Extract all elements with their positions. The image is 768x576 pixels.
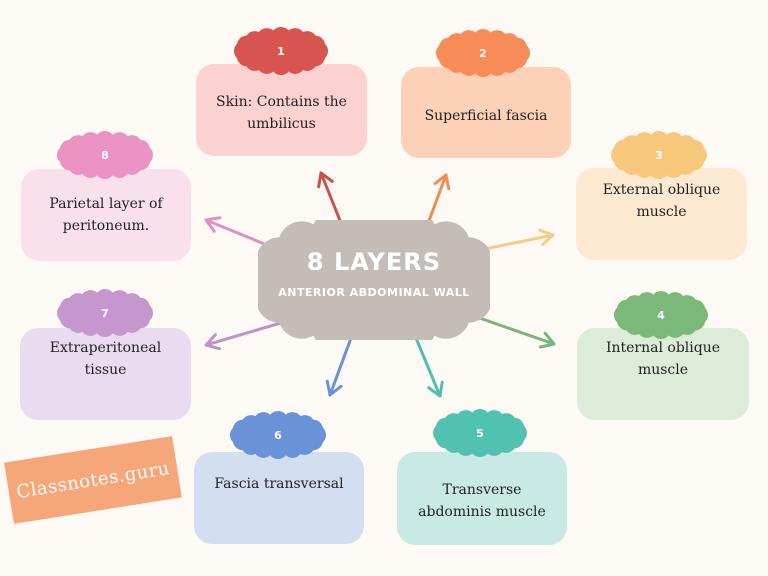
layer-5-card: Transverse abdominis muscle <box>397 452 567 545</box>
layer-1-badge: 1 <box>230 26 332 76</box>
arrow-3-head <box>538 228 555 247</box>
arrow-1 <box>319 171 343 225</box>
layer-2-number: 2 <box>479 46 487 60</box>
arrow-5-head <box>427 380 444 398</box>
arrow-3 <box>478 233 555 252</box>
layer-4-card: Internal oblique muscle <box>577 328 749 420</box>
layer-7-label: Extraperitoneal tissue <box>49 340 162 378</box>
layer-6-card: Fascia transversal <box>194 452 364 544</box>
layer-4-number: 4 <box>657 308 665 322</box>
layer-3-card: External oblique muscle <box>576 168 747 260</box>
arrow-6 <box>328 328 356 397</box>
arrow-8-head <box>204 216 222 233</box>
layer-1-label: Skin: Contains the umbilicus <box>216 94 347 132</box>
layer-2-label: Superficial fascia <box>424 107 548 124</box>
arrow-4-head <box>538 331 556 349</box>
layer-3-badge: 3 <box>607 130 711 180</box>
layer-4-label: Internal oblique muscle <box>605 340 721 378</box>
layer-1-card: Skin: Contains the umbilicus <box>196 64 367 156</box>
layer-3-label: External oblique muscle <box>602 182 721 220</box>
layer-1-number: 1 <box>277 44 285 58</box>
layer-8-number: 8 <box>101 148 109 162</box>
layer-8-badge: 8 <box>53 130 157 180</box>
layer-7-badge: 7 <box>53 288 157 338</box>
watermark-text: Classnotes.guru <box>14 457 172 503</box>
layer-2-card: Superficial fascia <box>401 67 571 158</box>
layer-6-number: 6 <box>274 428 282 442</box>
layer-3-number: 3 <box>655 148 663 162</box>
arrow-2 <box>425 173 448 228</box>
layer-7-card: Extraperitoneal tissue <box>20 328 191 420</box>
layer-5-label: Transverse abdominis muscle <box>418 481 546 520</box>
arrow-7 <box>204 320 286 347</box>
layer-8-card: Parietal layer of peritoneum. <box>21 169 191 261</box>
arrow-6-head <box>325 379 343 397</box>
arrow-2-head <box>433 173 451 191</box>
arrow-1-head <box>317 171 334 189</box>
layer-5-number: 5 <box>476 426 484 440</box>
layer-8-label: Parietal layer of peritoneum. <box>49 196 163 234</box>
layer-6-label: Fascia transversal <box>214 476 344 492</box>
arrow-7-head <box>204 333 222 351</box>
center-cloud: 8 LAYERS ANTERIOR ABDOMINAL WALL <box>258 220 490 340</box>
layer-7-number: 7 <box>101 306 109 320</box>
center-title: 8 LAYERS <box>306 248 442 276</box>
layer-4-badge: 4 <box>610 290 712 340</box>
center-subtitle: ANTERIOR ABDOMINAL WALL <box>278 286 470 299</box>
arrow-4 <box>466 312 556 346</box>
arrow-8 <box>204 218 276 250</box>
arrow-5 <box>414 336 442 398</box>
layer-5-badge: 5 <box>429 408 531 458</box>
layer-2-badge: 2 <box>432 28 534 78</box>
cloud-shape <box>258 220 490 340</box>
layer-6-badge: 6 <box>226 410 330 460</box>
